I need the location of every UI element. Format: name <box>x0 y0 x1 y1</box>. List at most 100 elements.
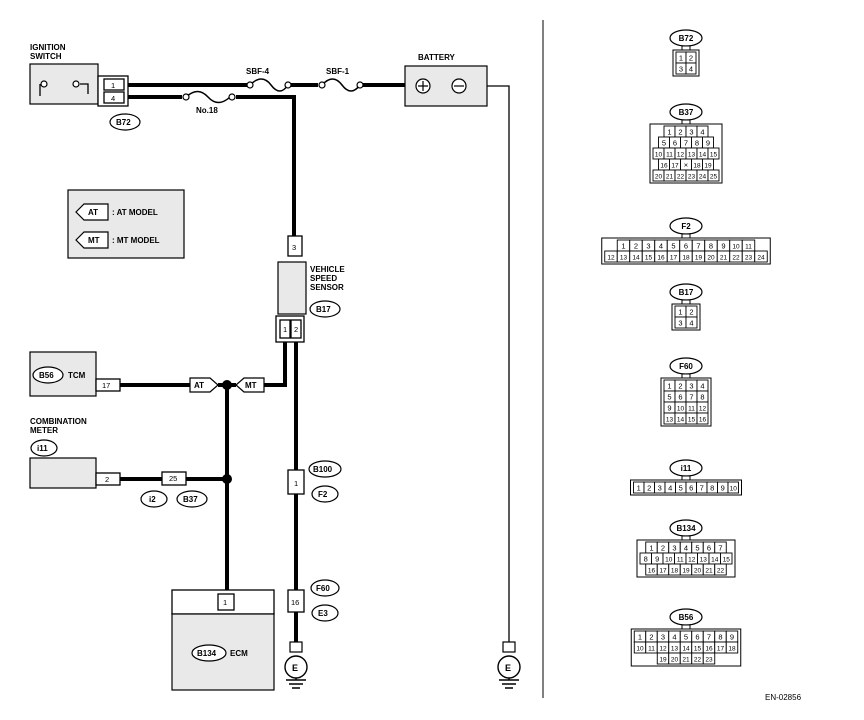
vss-pin1-box <box>279 319 291 339</box>
ign-pin-4: 4 <box>111 94 115 103</box>
connector-tag-f2 <box>311 485 339 503</box>
connector-tag-b37 <box>176 490 208 508</box>
ign-pin-4-box <box>103 91 125 104</box>
combination-meter-box <box>29 457 97 489</box>
connector-pin-label: 12 <box>677 152 685 159</box>
connector-pin-label: 5 <box>662 139 666 148</box>
connector-pin-label: 2 <box>634 242 638 251</box>
connector-pin-label: 13 <box>700 557 708 564</box>
vss-body <box>277 261 307 315</box>
fuse-sbf1 <box>321 78 361 92</box>
connector-pin-label: 14 <box>699 152 707 159</box>
connector-pin-label: 3 <box>672 544 676 553</box>
connector-view-latch <box>681 373 691 379</box>
connector-pin-label: 2 <box>647 484 651 493</box>
connector-tag-b56-label: B56 <box>39 371 54 380</box>
ignition-contact-wire <box>39 83 89 96</box>
connector-pin-label: 21 <box>720 255 728 262</box>
connector-pin-label: 2 <box>689 54 693 63</box>
connector-pin-label: 3 <box>661 633 665 642</box>
ign-pin-1-box <box>103 78 125 91</box>
connector-pin-label: 11 <box>677 557 684 564</box>
connector-tag-b100 <box>308 460 342 478</box>
connector-pin-label: 2 <box>678 382 682 391</box>
connector-pin-label: 20 <box>671 657 679 664</box>
battery-label: BATTERY <box>418 53 456 62</box>
connector-pin-label: 8 <box>700 393 704 402</box>
connector-tag-b134-label: B134 <box>197 649 217 658</box>
connector-pin-label: 24 <box>699 174 707 181</box>
connector-pin-label: 6 <box>689 484 693 493</box>
connector-view-name: B72 <box>679 34 694 43</box>
connector-view-name: F60 <box>679 362 693 371</box>
connector-pin-label: 4 <box>668 484 672 493</box>
connector-pin-label: 23 <box>688 174 696 181</box>
connector-pin-label: 13 <box>666 417 674 424</box>
connector-pin-label: 4 <box>689 319 693 328</box>
connector-pin-label: 4 <box>684 544 688 553</box>
connector-pin-label: 1 <box>638 633 642 642</box>
connector-pin-label: 2 <box>649 633 653 642</box>
connector-pin-label: 21 <box>682 657 690 664</box>
connector-pin-label: 18 <box>671 568 679 575</box>
connector-tag-b17-label: B17 <box>316 305 331 314</box>
connector-pin-label: 10 <box>677 406 685 413</box>
connector-pin-label: 3 <box>678 319 682 328</box>
connector-pin-label: 16 <box>660 163 668 170</box>
battery-plus-icon <box>418 81 428 91</box>
connector-pin-label: 19 <box>682 568 690 575</box>
connector-pin-label: 10 <box>655 152 663 159</box>
connector-pin-label: 19 <box>659 657 667 664</box>
connector-pin-label: 17 <box>659 568 667 575</box>
connector-tag-b37-label: B37 <box>183 495 198 504</box>
connector-pin-label: 15 <box>645 255 653 262</box>
connector-pin-label: 4 <box>700 382 704 391</box>
connector-pin-label: 22 <box>677 174 685 181</box>
connector-pin-label: 15 <box>688 417 696 424</box>
b100-pin1-box <box>287 469 305 495</box>
connector-pin-label: 13 <box>671 646 679 653</box>
connector-pin-label: 14 <box>711 557 719 564</box>
at-arrow-label: AT <box>194 381 204 390</box>
connector-tag-i11-label: i11 <box>37 444 48 453</box>
connector-view-latch <box>681 535 691 541</box>
wire-vss-pin1 <box>264 342 287 387</box>
connector-pin-label: 10 <box>665 557 673 564</box>
connector-pin-label: 1 <box>667 128 671 137</box>
connector-pin-label: 7 <box>684 139 688 148</box>
connector-pin-label: 9 <box>655 555 659 564</box>
connector-view-name: B37 <box>679 108 694 117</box>
connector-pin-cell <box>707 169 720 182</box>
connector-tag-i2-label: i2 <box>149 495 156 504</box>
connector-pin-label: 3 <box>689 128 693 137</box>
connector-pin-label: 21 <box>705 568 713 575</box>
connector-pin-label: 22 <box>694 657 702 664</box>
fuse-sbf4-end <box>284 81 292 89</box>
connector-pin-label: 14 <box>632 255 640 262</box>
connector-pin-label: 19 <box>704 163 712 170</box>
connector-pin-label: 1 <box>649 544 653 553</box>
connector-pin-label: 12 <box>659 646 667 653</box>
connector-tag-b17 <box>309 300 341 318</box>
connector-tag-b72 <box>109 113 141 131</box>
connector-pin-label: 1 <box>679 54 683 63</box>
connector-pin-label: 9 <box>730 633 734 642</box>
fuse-sbf1-label: SBF-1 <box>326 67 350 76</box>
connector-pin-label: × <box>684 161 688 170</box>
vss-pin-1: 1 <box>283 325 287 334</box>
ground-label-battery: E <box>505 663 511 673</box>
legend-at-text: : AT MODEL <box>112 208 158 217</box>
connector-pin-label: 5 <box>684 633 688 642</box>
connector-pin-label: 8 <box>709 242 713 251</box>
connector-pin-label: 11 <box>666 152 673 159</box>
ground-label-vss: E <box>292 663 298 673</box>
legend-at-tag: AT <box>88 208 98 217</box>
connector-pin-label: 18 <box>682 255 690 262</box>
ign-pin-1: 1 <box>111 81 115 90</box>
connector-pin-label: 22 <box>732 255 740 262</box>
ground-symbol-battery: E <box>497 641 521 689</box>
